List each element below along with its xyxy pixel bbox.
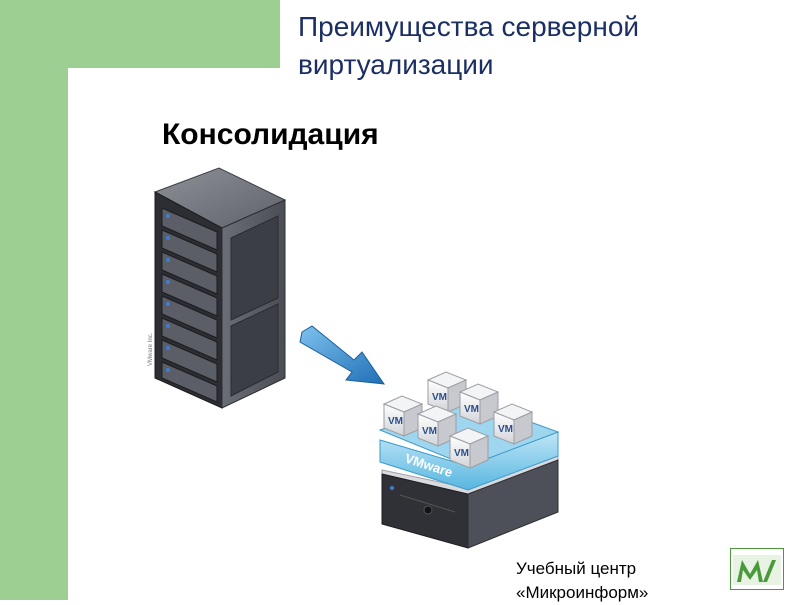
svg-text:VM: VM [464,404,479,415]
slide-subtitle: Консолидация [162,118,379,152]
top-green-band [0,0,280,68]
vm-box: VM [460,384,498,424]
title-line-2: виртуализации [298,46,778,84]
svg-text:VM: VM [454,448,469,459]
rack-label: VMware Inc. [148,332,154,366]
power-button [424,506,432,514]
microinform-logo [730,548,784,590]
rack-server: VMware Inc. [148,168,285,408]
svg-text:VM: VM [432,392,447,403]
consolidation-arrow [300,326,384,384]
left-green-band [0,0,68,600]
svg-text:VM: VM [498,424,513,435]
band-corner [68,68,138,138]
virtualized-server: VMware VM VM VM [380,372,558,548]
footer-line-2: «Микроинформ» [516,581,716,605]
slide-title: Преимущества серверной виртуализации [298,8,778,84]
vm-box: VM [494,404,532,444]
consolidation-illustration: VMware Inc. VMware VM VM [140,160,570,560]
title-line-1: Преимущества серверной [298,8,778,46]
footer-line-1: Учебный центр [516,557,716,581]
vm-box: VM [450,428,488,468]
svg-text:VM: VM [388,416,403,427]
footer-text: Учебный центр «Микроинформ» [516,557,716,605]
